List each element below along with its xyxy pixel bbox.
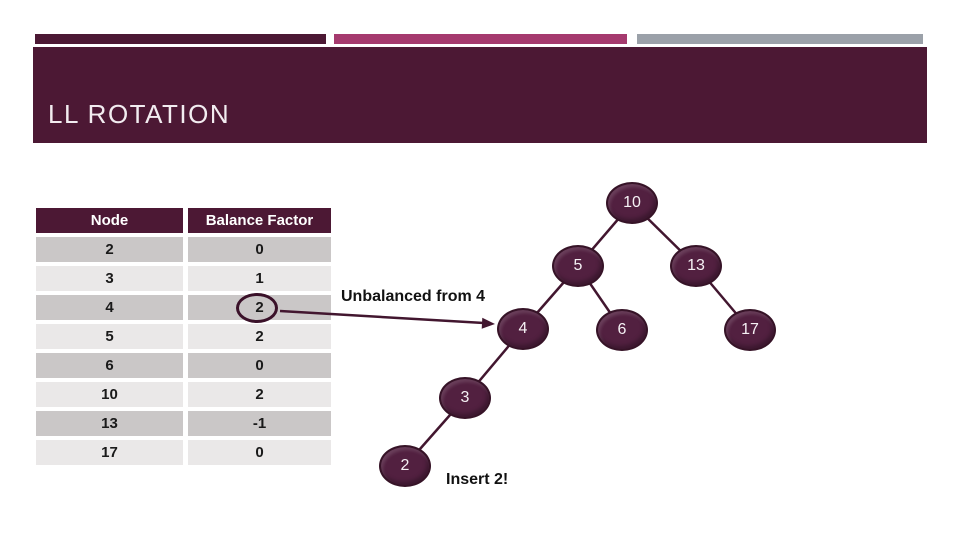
column-header-balance-factor: Balance Factor xyxy=(188,208,331,233)
table-cell-bf: 1 xyxy=(188,266,331,291)
column-header-node: Node xyxy=(36,208,183,233)
tree-node-label: 2 xyxy=(400,457,410,474)
table-cell-node: 13 xyxy=(36,411,183,436)
tree-node-4: 4 xyxy=(497,308,549,350)
table-cell-bf: 2 xyxy=(188,382,331,407)
table-cell-bf: 0 xyxy=(188,353,331,378)
tree-node-label: 5 xyxy=(573,257,583,274)
table-cell-node: 6 xyxy=(36,353,183,378)
table-cell-node: 10 xyxy=(36,382,183,407)
table-cell-node: 17 xyxy=(36,440,183,465)
tree-node-5: 5 xyxy=(552,245,604,287)
accent-bar-middle xyxy=(334,34,627,44)
tree-node-3: 3 xyxy=(439,377,491,419)
annotation-unbalanced-label: Unbalanced from 4 xyxy=(341,288,486,305)
tree-node-label: 4 xyxy=(518,320,528,337)
tree-node-label: 13 xyxy=(687,257,705,274)
table-cell-node: 4 xyxy=(36,295,183,320)
table-cell-bf: 2 xyxy=(188,324,331,349)
table-cell-bf: 0 xyxy=(188,440,331,465)
tree-node-label: 3 xyxy=(460,389,470,406)
annotation-insert-label: Insert 2! xyxy=(446,471,509,488)
accent-bar-right xyxy=(637,34,923,44)
table-cell-bf: 0 xyxy=(188,237,331,262)
balance-factor-table: Node Balance Factor 2 0 3 1 4 2 5 2 6 0 … xyxy=(36,208,331,465)
tree-node-label: 6 xyxy=(617,321,627,338)
tree-node-17: 17 xyxy=(724,309,776,351)
tree-node-6: 6 xyxy=(596,309,648,351)
tree-node-label: 17 xyxy=(741,321,759,338)
tree-node-2: 2 xyxy=(379,445,431,487)
tree-edges xyxy=(404,202,751,467)
tree-node-label: 10 xyxy=(623,194,641,211)
table-cell-node: 3 xyxy=(36,266,183,291)
tree-node-13: 13 xyxy=(670,245,722,287)
slide-title: LL ROTATION xyxy=(48,99,231,129)
tree-node-10: 10 xyxy=(606,182,658,224)
title-band: LL ROTATION xyxy=(33,47,927,143)
table-cell-node: 5 xyxy=(36,324,183,349)
table-cell-node: 2 xyxy=(36,237,183,262)
table-cell-bf: -1 xyxy=(188,411,331,436)
circled-balance-factor xyxy=(236,293,278,323)
accent-bar-left xyxy=(35,34,326,44)
